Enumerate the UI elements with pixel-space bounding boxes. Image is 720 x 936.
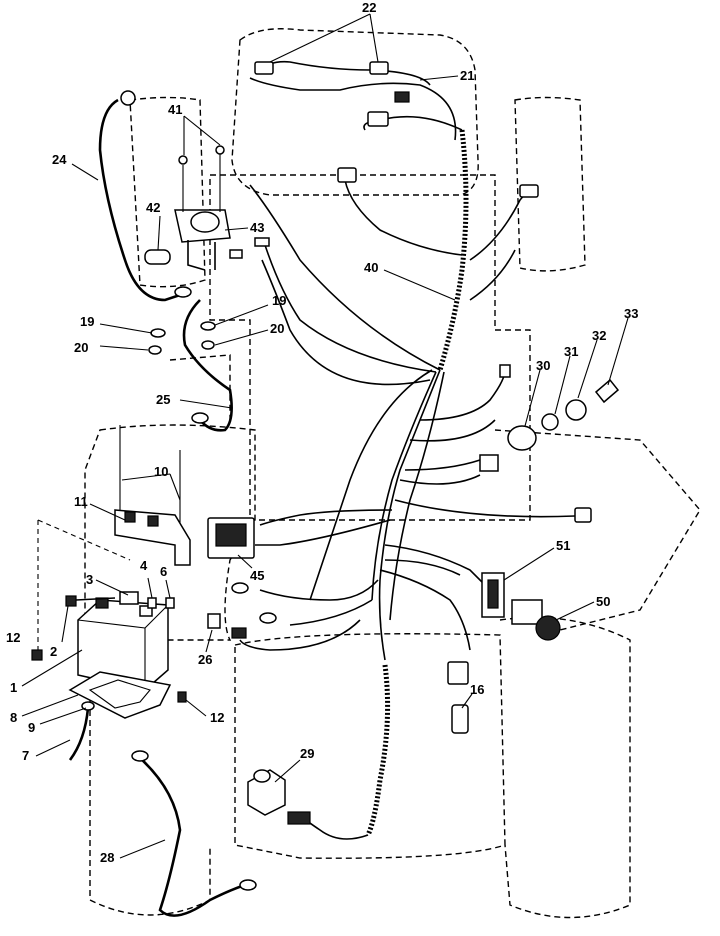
callout-20-right: 20 xyxy=(270,321,284,336)
callout-26: 26 xyxy=(198,652,212,667)
callout-19-left: 19 xyxy=(80,314,94,329)
callout-43: 43 xyxy=(250,220,264,235)
callout-8: 8 xyxy=(10,710,17,725)
callout-6: 6 xyxy=(160,564,167,579)
callout-labels: 22 21 41 24 42 43 40 19 20 19 20 25 33 3… xyxy=(6,0,638,865)
cable-28 xyxy=(131,750,257,917)
solenoid-assembly xyxy=(144,145,270,271)
callout-33: 33 xyxy=(624,306,638,321)
callout-7: 7 xyxy=(22,748,29,763)
callout-24: 24 xyxy=(52,152,67,167)
part-29 xyxy=(247,769,311,825)
callout-30: 30 xyxy=(536,358,550,373)
callout-19-right: 19 xyxy=(272,293,286,308)
cable-24 xyxy=(98,90,192,302)
callout-50: 50 xyxy=(596,594,610,609)
battery-hold-down xyxy=(114,425,191,566)
chassis-outline xyxy=(84,28,701,919)
callout-29: 29 xyxy=(300,746,314,761)
callout-20-left: 20 xyxy=(74,340,88,355)
callout-12-right: 12 xyxy=(210,710,224,725)
cable-25 xyxy=(182,299,233,432)
callout-10: 10 xyxy=(154,464,168,479)
callout-11: 11 xyxy=(74,494,88,509)
battery xyxy=(68,597,172,719)
part-21-harness xyxy=(254,60,431,127)
callout-32: 32 xyxy=(592,328,606,343)
callout-42: 42 xyxy=(146,200,160,215)
wire-harness-40 xyxy=(239,77,576,661)
callout-12-left: 12 xyxy=(6,630,20,645)
callout-25: 25 xyxy=(156,392,170,407)
callout-leaders xyxy=(21,13,629,859)
part-26 xyxy=(207,613,247,639)
callout-3: 3 xyxy=(86,572,93,587)
washers xyxy=(148,321,216,355)
callout-45: 45 xyxy=(250,568,264,583)
switch-51-50 xyxy=(481,572,561,641)
callout-22: 22 xyxy=(362,0,376,15)
callout-40: 40 xyxy=(364,260,378,275)
callout-31: 31 xyxy=(564,344,578,359)
callout-4: 4 xyxy=(140,558,148,573)
callout-28: 28 xyxy=(100,850,114,865)
callout-16: 16 xyxy=(470,682,484,697)
callout-51: 51 xyxy=(556,538,570,553)
module-45 xyxy=(207,517,277,624)
callout-41: 41 xyxy=(168,102,182,117)
callout-21: 21 xyxy=(460,68,474,83)
connectors-top xyxy=(337,167,539,198)
ignition-switch xyxy=(479,364,620,472)
callout-1: 1 xyxy=(10,680,17,695)
small-hardware xyxy=(31,519,187,703)
callout-9: 9 xyxy=(28,720,35,735)
connector-right xyxy=(574,507,592,523)
callout-2: 2 xyxy=(50,644,57,659)
part-16 xyxy=(447,661,469,734)
